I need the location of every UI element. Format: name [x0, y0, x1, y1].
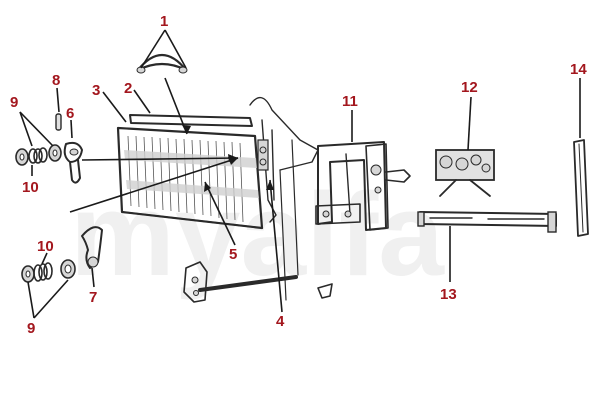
callout-11: 11 [342, 93, 358, 110]
part-8-pin [55, 113, 62, 131]
part-11-window-regulator-frame [315, 141, 411, 231]
callout-9-lower: 9 [27, 320, 35, 337]
leader-lines [19, 29, 581, 319]
part-6-outside-handle [63, 141, 83, 184]
leader-arrowheads [182, 125, 274, 192]
door-frame-outline [249, 97, 319, 301]
callout-9-upper: 9 [10, 94, 18, 111]
part-14-vertical-seal-strip [573, 139, 589, 237]
part-1-door-pull-handle [136, 54, 188, 74]
part-12-regulator-mechanism [435, 149, 495, 197]
part-9-10-upper-spring-washer-set [15, 144, 62, 166]
part-9-10-lower-spring-washer-set [21, 259, 76, 283]
part-7-window-crank-handle [81, 226, 103, 269]
callout-10-upper: 10 [22, 179, 39, 196]
callout-5: 5 [229, 246, 237, 263]
callout-13: 13 [440, 286, 457, 303]
callout-8: 8 [52, 72, 60, 89]
callout-3: 3 [92, 82, 100, 99]
callout-7: 7 [89, 289, 97, 306]
callout-2: 2 [124, 80, 132, 97]
callout-6: 6 [66, 105, 74, 122]
part-4-lock-rod-assembly [183, 261, 333, 303]
callout-1: 1 [160, 13, 168, 30]
callout-4: 4 [276, 313, 285, 330]
part-13-window-channel [417, 211, 557, 233]
callout-14: 14 [570, 61, 587, 78]
callout-10-lower: 10 [37, 238, 54, 255]
callout-labels: 1 2 3 4 5 6 7 8 9 9 10 10 11 12 13 14 [10, 13, 587, 337]
callout-12: 12 [461, 79, 478, 96]
